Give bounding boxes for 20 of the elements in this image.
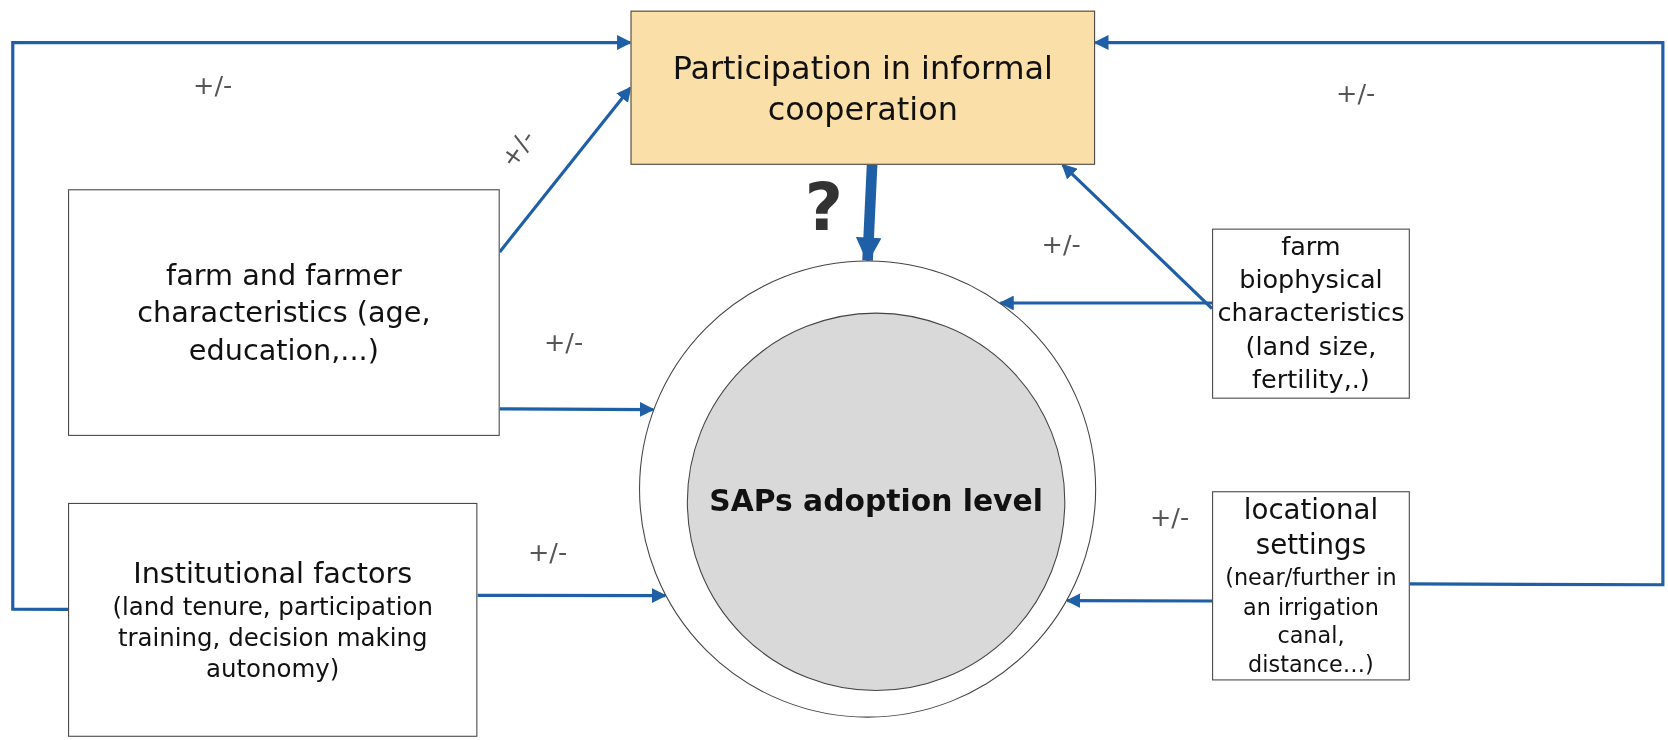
factor-box: [68, 189, 500, 436]
node-title: farm and farmer characteristics (age, education,...): [136, 257, 432, 369]
arrow: [1065, 593, 1213, 609]
arrow: [11, 35, 632, 611]
node-title: Participation in informal cooperation: [671, 47, 1054, 130]
arrow: [998, 295, 1213, 311]
node-title: locational settings: [1242, 491, 1380, 563]
node-title: SAPs adoption level: [709, 482, 1043, 521]
factor-box: [1212, 491, 1410, 681]
arrow: [477, 588, 667, 603]
arrow: [499, 402, 655, 417]
node-title: Institutional factors: [133, 554, 413, 591]
node-description: (near/further in an irrigation canal, distance…): [1224, 563, 1398, 680]
arrow: [1093, 35, 1665, 587]
node-title: farm biophysical characteristics (land size, fertility,.): [1217, 230, 1405, 397]
arrow: [498, 86, 632, 253]
node-description: (land tenure, participation training, decision making autonomy): [111, 590, 434, 686]
process-box: [630, 10, 1096, 165]
arrow: [1061, 163, 1214, 310]
factor-box: [68, 502, 478, 737]
